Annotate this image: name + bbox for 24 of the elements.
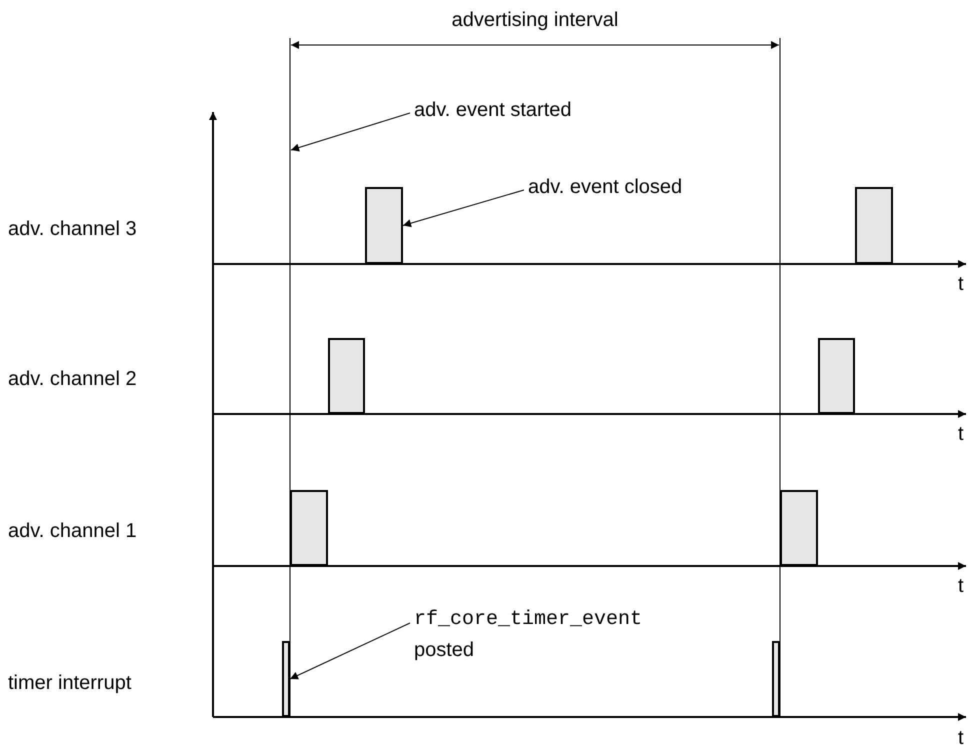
leader-line [290,622,410,680]
pulse-bar [780,490,818,566]
pulse-bar [818,338,855,414]
axis-label: t [958,574,964,598]
callout-text: adv. event started [414,98,572,123]
pulse-bar [772,641,780,717]
axis-label: t [958,726,964,745]
row-label: adv. channel 3 [8,217,137,241]
leader-line [402,190,524,228]
pulse-bar [282,641,290,717]
pulse-bar [365,187,403,264]
row-label: timer interrupt [8,671,132,695]
pulse-bar [855,187,893,264]
callout-text: posted [414,638,476,663]
row-label: adv. channel 1 [8,519,137,543]
pulse-bar [328,338,365,414]
callout-text: adv. event closed [528,175,682,200]
leader-line [290,112,410,152]
code-label: rf_core_timer_event [414,607,642,633]
dimension-label: advertising interval [452,8,618,32]
row-label: adv. channel 2 [8,367,137,391]
axis-label: t [958,422,964,446]
axis-label: t [958,272,964,296]
pulse-bar [290,490,328,566]
